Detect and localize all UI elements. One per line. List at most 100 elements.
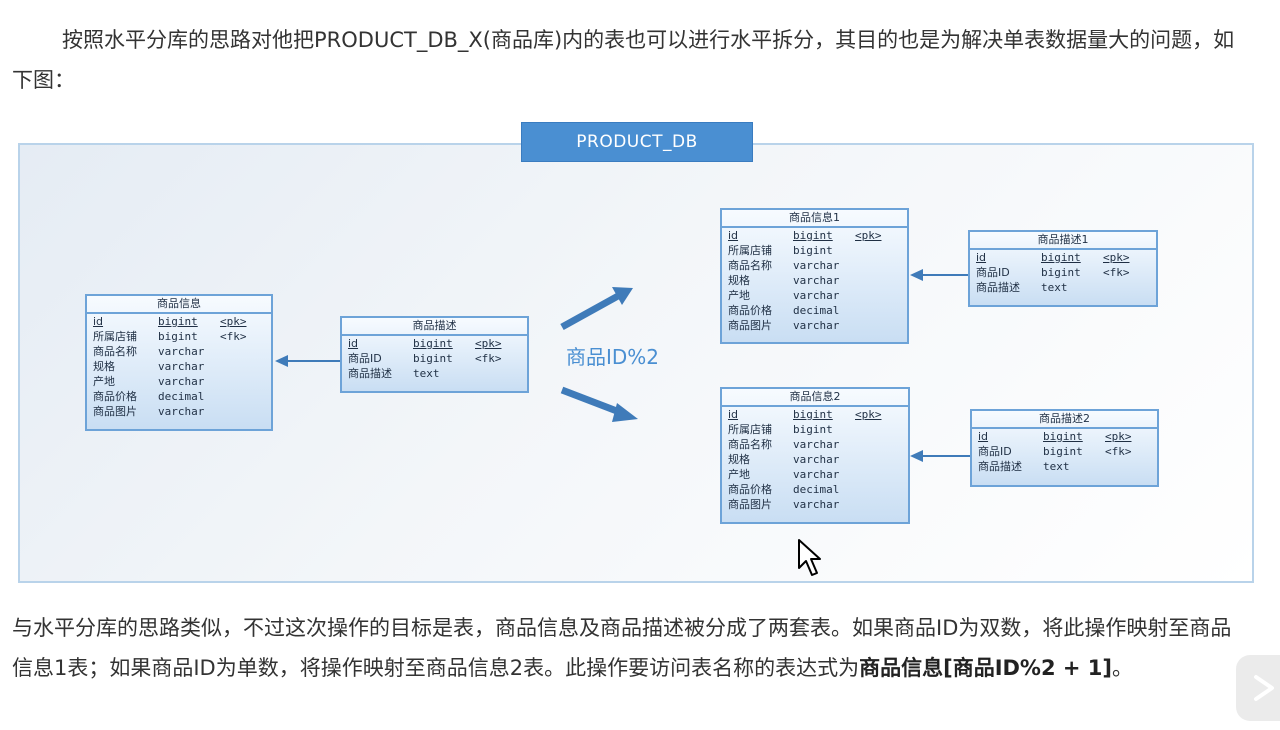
column-type: bigint [1041, 251, 1081, 264]
column-type: decimal [793, 483, 840, 496]
column-type: bigint [158, 315, 198, 328]
column-type: varchar [793, 453, 840, 466]
column-key [220, 404, 260, 419]
intro-paragraph: 按照水平分库的思路对他把PRODUCT_DB_X(商品库)内的表也可以进行水平拆… [12, 28, 1235, 92]
column-type: bigint [413, 337, 453, 350]
table-row: id bigint <pk> [342, 336, 527, 351]
column-key: <fk> [220, 330, 247, 343]
column-name: 商品ID [348, 352, 382, 365]
explanation-end: 。 [1112, 656, 1134, 680]
column-key [855, 318, 895, 333]
explanation-text: 与水平分库的思路类似，不过这次操作的目标是表，商品信息及商品描述被分成了两套表。… [12, 616, 1232, 680]
column-key: <pk> [220, 315, 247, 328]
column-name: id [976, 251, 987, 264]
column-type: bigint [793, 229, 833, 242]
column-type: bigint [1043, 430, 1083, 443]
column-key [855, 437, 895, 452]
column-name: id [93, 315, 104, 328]
column-key: <pk> [855, 229, 882, 242]
table-row: 所属店铺 bigint [722, 422, 908, 437]
column-type: varchar [793, 498, 840, 511]
table-row: id bigint <pk> [87, 314, 271, 329]
column-name: 商品描述 [348, 367, 392, 380]
column-type: varchar [158, 345, 205, 358]
column-name: 产地 [93, 375, 115, 388]
column-name: 所属店铺 [93, 330, 137, 343]
column-name: 所属店铺 [728, 423, 772, 436]
column-name: 商品ID [976, 266, 1010, 279]
play-button[interactable] [1236, 655, 1280, 721]
column-name: id [348, 337, 359, 350]
column-type: bigint [1041, 266, 1081, 279]
explanation-paragraph: 与水平分库的思路类似，不过这次操作的目标是表，商品信息及商品描述被分成了两套表。… [12, 608, 1252, 688]
column-key [855, 467, 895, 482]
column-type: decimal [158, 390, 205, 403]
column-key: <pk> [855, 408, 882, 421]
column-key: <fk> [475, 352, 502, 365]
column-name: 商品描述 [976, 281, 1020, 294]
column-type: varchar [793, 259, 840, 272]
column-type: bigint [1043, 445, 1083, 458]
column-name: 产地 [728, 289, 750, 302]
column-name: 商品ID [978, 445, 1012, 458]
column-type: text [413, 367, 440, 380]
column-type: varchar [158, 360, 205, 373]
column-type: varchar [793, 274, 840, 287]
column-name: 所属店铺 [728, 244, 772, 257]
table-row: 商品图片 varchar [722, 497, 908, 512]
table-name-expression: 商品信息[商品ID%2 + 1] [859, 656, 1113, 680]
split-expression-label: 商品ID%2 [566, 345, 660, 369]
column-key [1105, 459, 1145, 474]
column-name: 商品图片 [728, 498, 772, 511]
table-row: 规格 varchar [722, 452, 908, 467]
column-type: varchar [793, 438, 840, 451]
table-row: id bigint <pk> [722, 228, 907, 243]
column-type: varchar [793, 468, 840, 481]
column-key [220, 359, 260, 374]
table-title: 商品信息2 [722, 389, 908, 407]
column-key [855, 303, 895, 318]
table-title: 商品描述2 [972, 411, 1157, 429]
column-key [475, 366, 515, 381]
column-type: bigint [793, 408, 833, 421]
table-title: 商品信息 [87, 296, 271, 314]
column-type: bigint [793, 423, 833, 436]
table-row: 商品名称 varchar [87, 344, 271, 359]
column-key: <fk> [1105, 445, 1132, 458]
table-title: 商品描述 [342, 318, 527, 336]
column-name: id [978, 430, 989, 443]
column-type: varchar [158, 405, 205, 418]
column-name: 产地 [728, 468, 750, 481]
table-title: 商品描述1 [970, 232, 1156, 250]
column-key: <fk> [1103, 266, 1130, 279]
column-name: 规格 [728, 453, 750, 466]
db-title: PRODUCT_DB [521, 122, 753, 162]
table-row: id bigint <pk> [722, 407, 908, 422]
column-key [855, 482, 895, 497]
column-name: id [728, 229, 739, 242]
column-key [855, 273, 895, 288]
table-row: 商品价格 decimal [722, 482, 908, 497]
column-name: 商品价格 [728, 483, 772, 496]
column-name: 商品名称 [93, 345, 137, 358]
column-name: 商品名称 [728, 259, 772, 272]
column-name: 商品价格 [728, 304, 772, 317]
table-row: 产地 varchar [722, 467, 908, 482]
column-name: 商品名称 [728, 438, 772, 451]
column-name: 商品图片 [728, 319, 772, 332]
table-row: 商品ID bigint <fk> [972, 444, 1157, 459]
column-type: varchar [158, 375, 205, 388]
column-key: <pk> [475, 337, 502, 350]
column-name: id [728, 408, 739, 421]
play-icon [1254, 675, 1274, 701]
